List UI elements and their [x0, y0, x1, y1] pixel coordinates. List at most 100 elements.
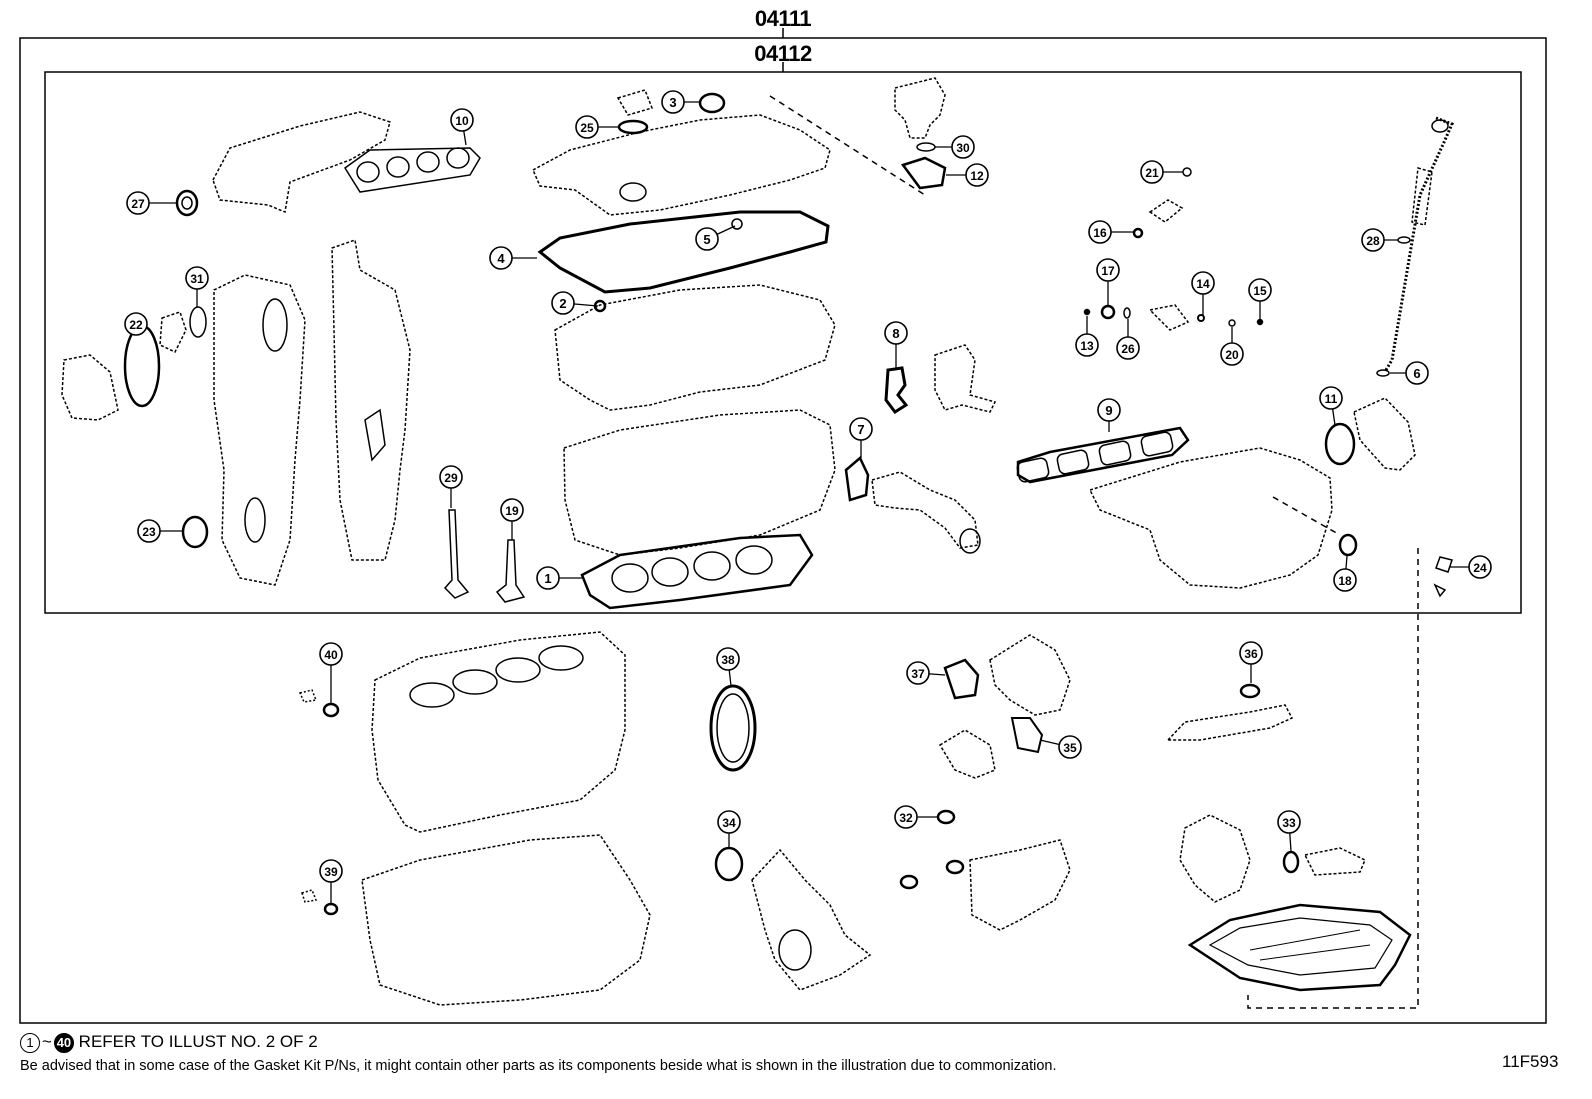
advisory-note: Be advised that in some case of the Gask… [20, 1058, 1057, 1074]
callout-24: 24 [1450, 555, 1492, 579]
callout-number: 6 [1413, 366, 1420, 381]
callout-circle [965, 163, 989, 187]
crankcase [361, 834, 651, 1006]
callout-number: 24 [1473, 561, 1487, 575]
callout-29: 29 [439, 465, 463, 508]
gasket-35 [1010, 717, 1044, 754]
callout-10: 10 [450, 108, 474, 146]
callout-4: 4 [489, 246, 537, 270]
gasket-20 [1228, 319, 1236, 327]
callout-27: 27 [126, 191, 177, 215]
callout-12: 12 [946, 163, 989, 187]
callout-20: 20 [1220, 327, 1244, 366]
callout-circle [319, 642, 343, 666]
exhaust-manifold-gasket [343, 147, 481, 193]
callout-31: 31 [185, 266, 209, 307]
water-pump-pulley-housing [938, 729, 996, 779]
callout-5: 5 [695, 225, 736, 251]
gasket-17 [1100, 304, 1116, 320]
callout-18: 18 [1333, 555, 1357, 592]
callout-35: 35 [1039, 735, 1082, 759]
callout-1: 1 [536, 566, 582, 590]
gasket-25 [617, 119, 649, 135]
callout-38: 38 [716, 647, 740, 687]
callout-15: 15 [1248, 278, 1272, 320]
callout-number: 19 [505, 504, 519, 518]
callout-number: 38 [721, 653, 735, 667]
kit-outer-frame [19, 37, 1547, 1024]
head-gasket-bores [611, 545, 773, 593]
callout-number: 26 [1121, 342, 1135, 356]
callout-circle [884, 321, 908, 345]
callout-23: 23 [137, 519, 183, 543]
cylinder-head-gasket-1 [580, 533, 814, 610]
callout-number: 23 [142, 525, 156, 539]
callout-circle [1319, 386, 1343, 410]
gasket-37 [943, 658, 980, 700]
callout-circle [1361, 228, 1385, 252]
callout-circle [1468, 555, 1492, 579]
callout-circle [695, 227, 719, 251]
gasket-24 [1435, 556, 1453, 573]
callout-21: 21 [1140, 160, 1183, 184]
callout-circle [716, 647, 740, 671]
callout-circle [551, 291, 575, 315]
cylinder-block [371, 631, 626, 833]
oil-seal-27 [175, 189, 199, 217]
sensor-a [1148, 199, 1184, 223]
oil-strainer-housing [969, 839, 1071, 931]
callout-number: 8 [892, 326, 899, 341]
gasket-12 [900, 156, 947, 190]
callout-7: 7 [849, 417, 873, 458]
oil-strainer-pipe [1303, 847, 1366, 876]
callout-number: 3 [669, 95, 676, 110]
callout-37: 37 [906, 661, 946, 685]
gasket-32-b [945, 859, 965, 875]
callout-36: 36 [1239, 641, 1263, 683]
callout-34: 34 [717, 810, 741, 848]
callout-number: 9 [1105, 403, 1112, 418]
callout-number: 12 [970, 169, 984, 183]
callout-30: 30 [935, 135, 975, 159]
callout-number: 17 [1101, 264, 1115, 278]
callout-number: 20 [1225, 348, 1239, 362]
exhaust-manifold-gasket-ports [356, 147, 470, 183]
refer-note-line: 1~40 REFER TO ILLUST NO. 2 OF 2 [20, 1032, 318, 1053]
oil-seal-23 [181, 515, 209, 549]
block-bores [409, 645, 584, 708]
water-inlet-housing [871, 471, 979, 549]
callout-3: 3 [661, 90, 700, 114]
valve-29 [443, 509, 470, 599]
callout-number: 22 [129, 318, 143, 332]
callout-40: 40 [319, 642, 343, 703]
callout-circle [849, 417, 873, 441]
seal-34 [714, 846, 744, 882]
range-end-callout: 40 [53, 1032, 74, 1053]
callout-circle [1058, 735, 1082, 759]
o-ring-26 [1123, 307, 1131, 319]
gasket-32-a [936, 809, 956, 825]
callout-circle [489, 246, 513, 270]
callout-circle [575, 115, 599, 139]
callout-number: 10 [455, 114, 469, 128]
throttle-gasket-11 [1324, 422, 1356, 466]
callout-14: 14 [1191, 271, 1215, 315]
gasket-16 [1132, 227, 1144, 239]
callout-circle [717, 810, 741, 834]
callout-number: 18 [1338, 574, 1352, 588]
valve-19 [495, 539, 526, 603]
oil-strainer [1179, 814, 1251, 903]
callout-circle [951, 135, 975, 159]
oil-filler-cap [616, 89, 653, 116]
dashed-connector [1247, 548, 1419, 1009]
gasket-36 [1239, 683, 1261, 699]
callout-circle [1220, 342, 1244, 366]
callout-22: 22 [124, 312, 148, 336]
callout-circle [500, 498, 524, 522]
callout-number: 13 [1080, 339, 1094, 353]
callout-25: 25 [575, 115, 619, 139]
callout-circle [1191, 271, 1215, 295]
rear-oil-seal-38 [709, 684, 757, 772]
cylinder-head [563, 409, 836, 556]
